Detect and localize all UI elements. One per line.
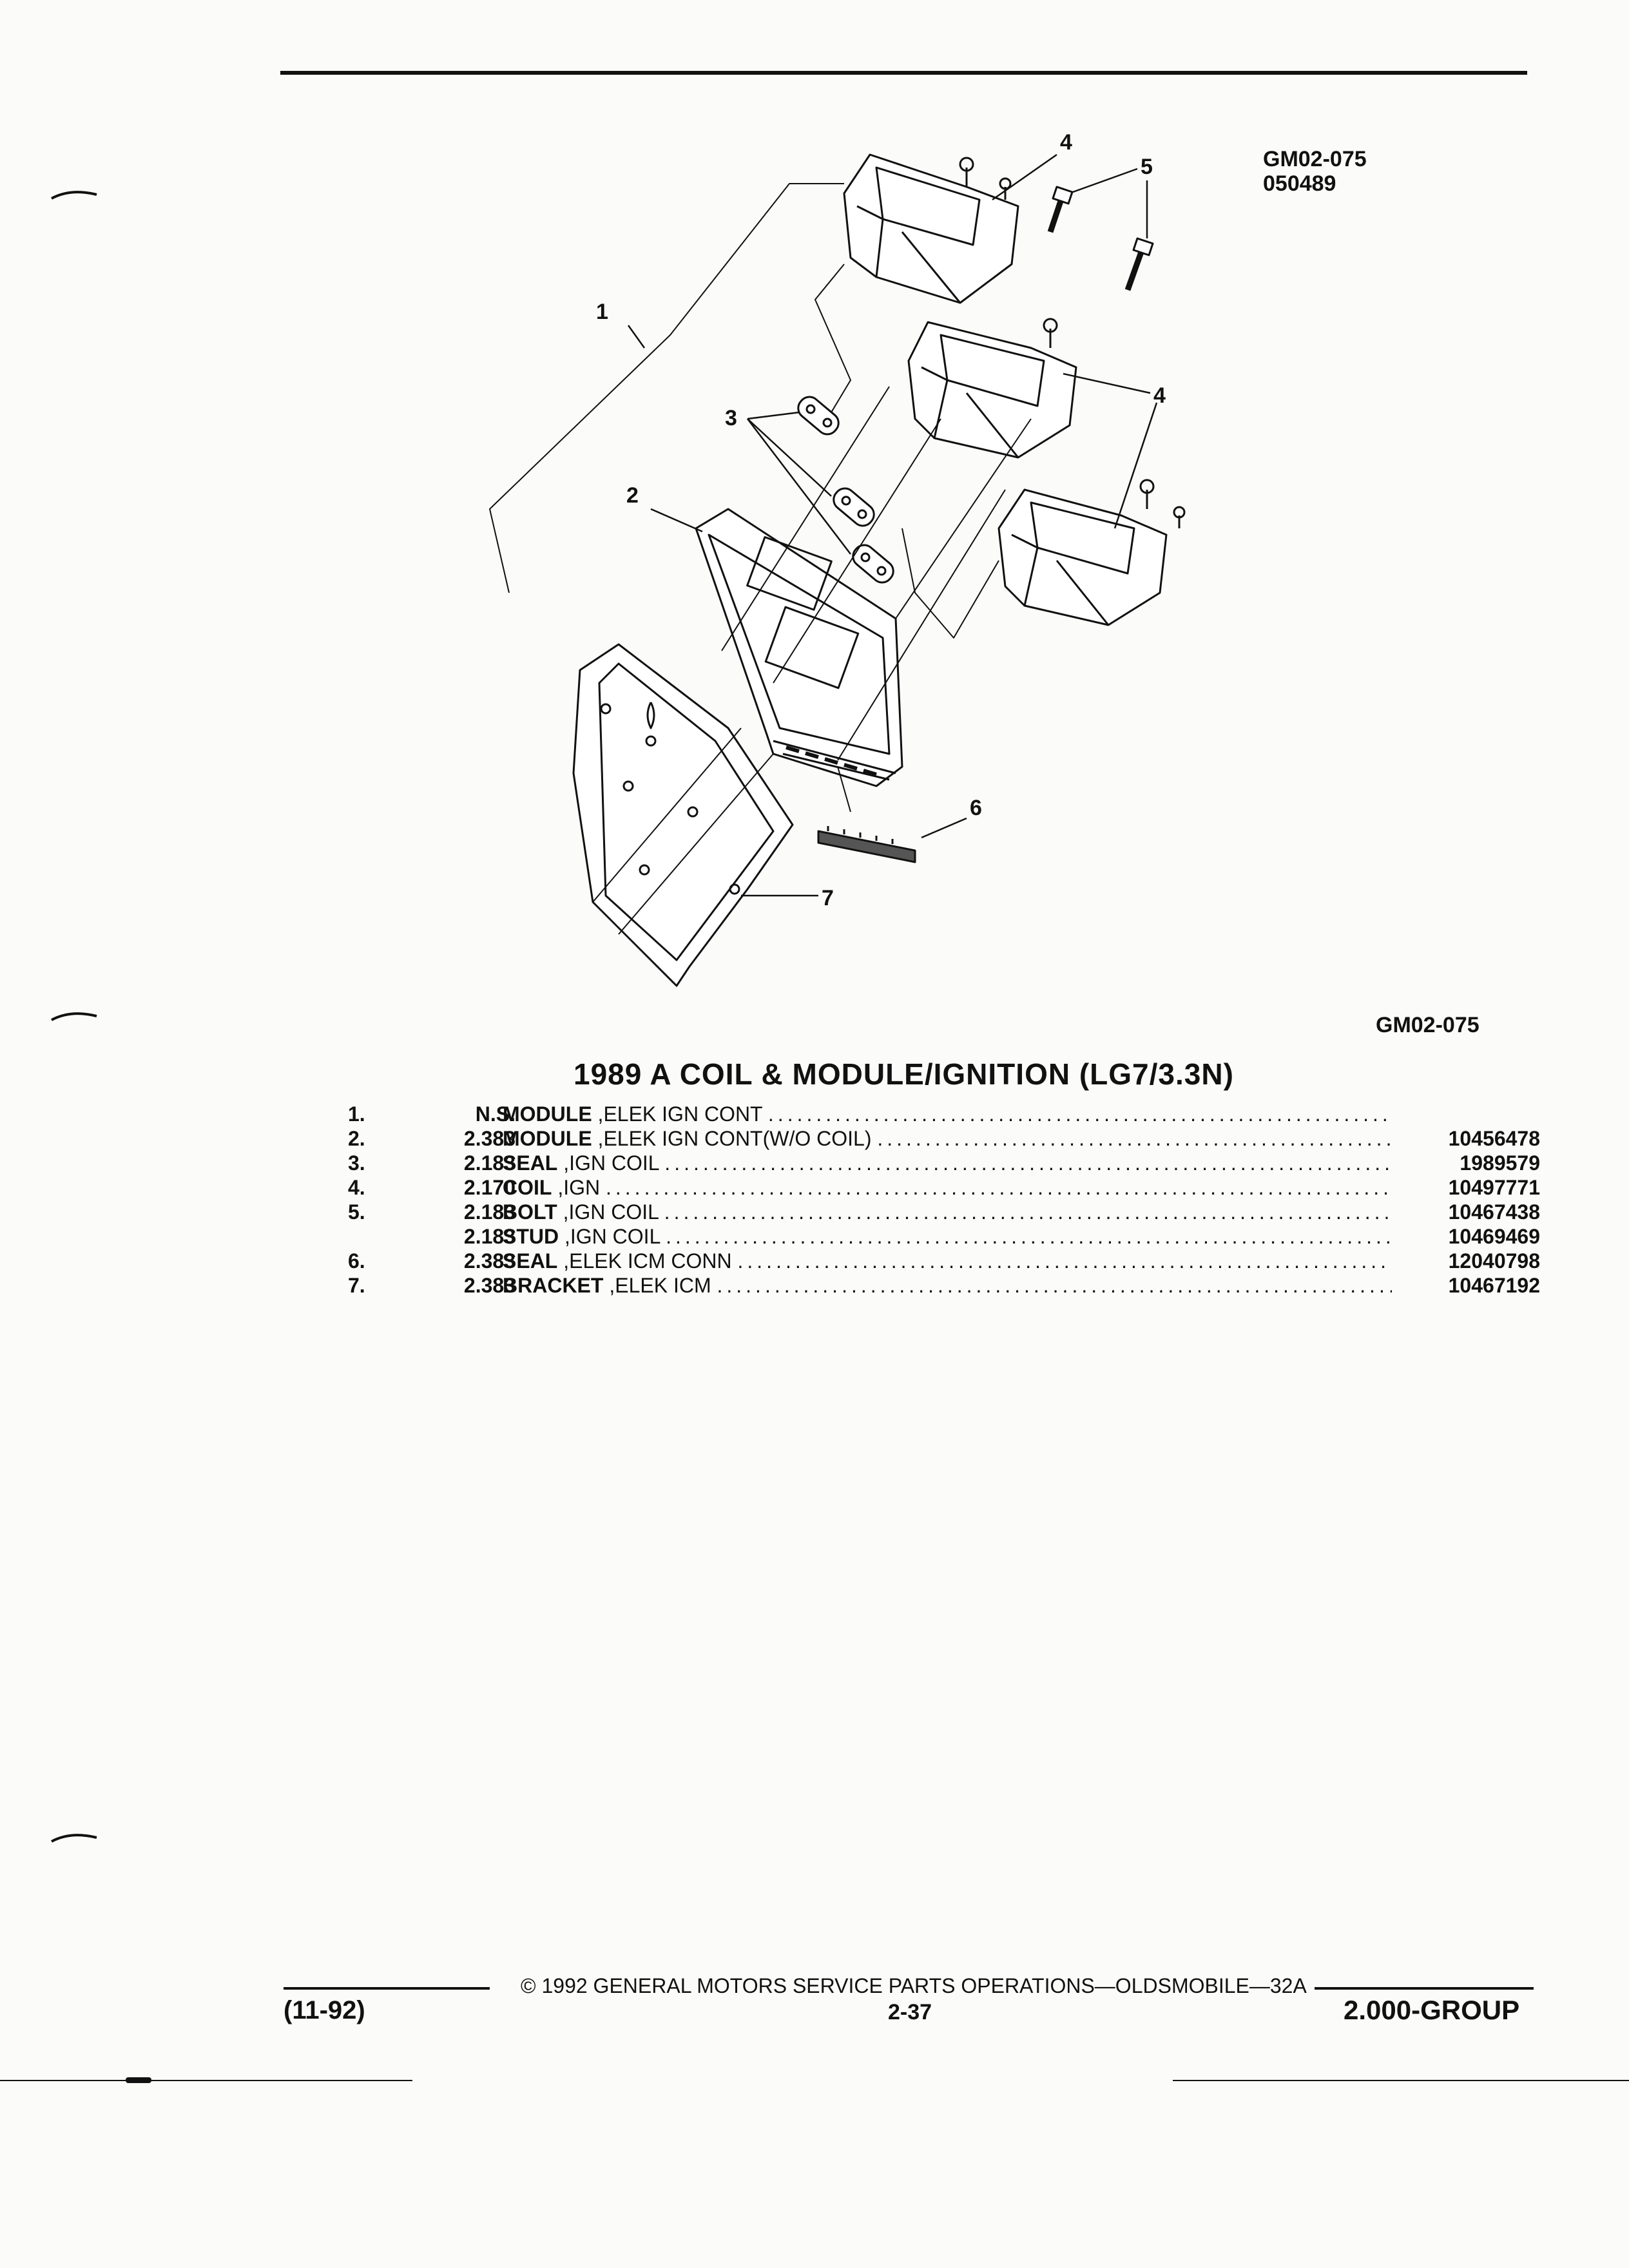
part-number: 10497771	[1448, 1176, 1540, 1199]
part-detail: ,IGN COIL	[564, 1225, 660, 1248]
group-number: 2.183	[463, 1200, 516, 1224]
item-number: 2.	[348, 1127, 365, 1150]
part-detail: ,IGN COIL	[563, 1151, 659, 1175]
part-detail: ,ELEK ICM CONN	[563, 1249, 732, 1273]
footer-copyright: © 1992 GENERAL MOTORS SERVICE PARTS OPER…	[521, 1974, 1307, 1997]
part-description: SEAL ,IGN COIL .........................…	[503, 1151, 1392, 1175]
part-number: 12040798	[1448, 1249, 1540, 1273]
part-row: 4. 2.170 COIL ,IGN .....................…	[348, 1175, 1540, 1200]
group-number: 2.170	[463, 1176, 516, 1199]
part-row: 1. N.S. MODULE ,ELEK IGN CONT ..........…	[348, 1102, 1540, 1126]
part-number: 10467192	[1448, 1274, 1540, 1297]
part-number: 1989579	[1460, 1151, 1540, 1175]
group-number: 2.383	[463, 1249, 516, 1273]
figure-code-id: GM02-075	[1263, 147, 1367, 171]
callout-2: 2	[626, 483, 639, 508]
bottom-mark-right	[1173, 2080, 1629, 2081]
part-name: SEAL	[503, 1151, 558, 1175]
section-title: 1989 A COIL & MODULE/IGNITION (LG7/3.3N)	[574, 1057, 1234, 1091]
part-name: STUD	[503, 1225, 559, 1248]
part-row: 7. 2.383 BRACKET ,ELEK ICM .............…	[348, 1273, 1540, 1298]
bottom-mark-left	[0, 2080, 412, 2081]
callout-labels: 1 2 3 4 4 5 6 7	[596, 130, 1166, 910]
ignition-coil-top	[843, 153, 1019, 304]
part-name: SEAL	[503, 1249, 558, 1273]
part-detail: ,ELEK IGN CONT	[597, 1102, 763, 1126]
callout-3: 3	[725, 406, 737, 430]
callout-leaders	[627, 153, 1158, 897]
footer-page-number: 2-37	[888, 2000, 932, 2024]
bracket	[572, 643, 794, 987]
part-row: 6. 2.383 SEAL ,ELEK ICM CONN ...........…	[348, 1249, 1540, 1273]
assembly-lines	[489, 183, 1032, 935]
part-detail: ,IGN	[557, 1176, 601, 1199]
item-number: 6.	[348, 1249, 365, 1273]
callout-6: 6	[970, 796, 982, 820]
binder-marks	[51, 191, 97, 1843]
item-number: 5.	[348, 1200, 365, 1224]
group-number: 2.183	[463, 1225, 516, 1248]
ignition-coil-lower	[998, 479, 1186, 626]
part-name: BOLT	[503, 1200, 557, 1224]
connector-seal	[817, 826, 916, 863]
part-detail: ,IGN COIL	[563, 1200, 659, 1224]
exploded-diagram: 1 2 3 4 4 5 6 7	[489, 130, 1186, 987]
part-row: 2. 2.383 MODULE ,ELEK IGN CONT(W/O COIL)…	[348, 1126, 1540, 1151]
figure-code-date: 050489	[1263, 171, 1336, 196]
ignition-module	[695, 508, 903, 787]
part-name: COIL	[503, 1176, 552, 1199]
part-description: MODULE ,ELEK IGN CONT(W/O COIL) ........…	[503, 1127, 1392, 1150]
callout-4-top: 4	[1060, 130, 1072, 155]
part-description: MODULE ,ELEK IGN CONT ..................…	[503, 1102, 1392, 1126]
group-number: 2.383	[463, 1274, 516, 1297]
footer-group: 2.000-GROUP	[1344, 1995, 1520, 2025]
part-description: BOLT ,IGN COIL .........................…	[503, 1200, 1392, 1224]
group-number: 2.383	[463, 1127, 516, 1150]
part-row: 3. 2.183 SEAL ,IGN COIL ................…	[348, 1151, 1540, 1175]
caption-figure-code: GM02-075	[1376, 1013, 1480, 1037]
part-number: 10456478	[1448, 1127, 1540, 1150]
top-rule	[280, 71, 1527, 75]
callout-4-mid: 4	[1153, 383, 1166, 408]
coil-seals	[797, 396, 894, 584]
parts-list: 1. N.S. MODULE ,ELEK IGN CONT ..........…	[348, 1102, 1540, 1298]
callout-1: 1	[596, 300, 608, 324]
item-number: 1.	[348, 1102, 365, 1126]
bottom-mark-blob	[126, 2077, 151, 2083]
part-name: MODULE	[503, 1102, 592, 1126]
part-detail: ,ELEK ICM	[609, 1274, 711, 1297]
group-number: N.S.	[475, 1102, 516, 1126]
part-name: BRACKET	[503, 1274, 604, 1297]
callout-5: 5	[1141, 155, 1153, 179]
part-row: 2.183 STUD ,IGN COIL ...................…	[348, 1224, 1540, 1249]
item-number: 4.	[348, 1176, 365, 1199]
callout-7: 7	[822, 886, 834, 910]
item-number: 3.	[348, 1151, 365, 1175]
part-description: COIL ,IGN ..............................…	[503, 1176, 1392, 1199]
part-description: SEAL ,ELEK ICM CONN ....................…	[503, 1249, 1392, 1273]
item-number: 7.	[348, 1274, 365, 1297]
part-description: BRACKET ,ELEK ICM ......................…	[503, 1274, 1392, 1297]
footer-revision: (11-92)	[284, 1996, 365, 2024]
part-row: 5. 2.183 BOLT ,IGN COIL ................…	[348, 1200, 1540, 1224]
group-number: 2.183	[463, 1151, 516, 1175]
part-name: MODULE	[503, 1127, 592, 1150]
part-detail: ,ELEK IGN CONT(W/O COIL)	[597, 1127, 872, 1150]
figure-code: GM02-075 050489	[1263, 147, 1367, 196]
footer-rule-left	[284, 1987, 490, 1990]
part-description: STUD ,IGN COIL .........................…	[503, 1225, 1392, 1248]
coil-bolts	[1047, 186, 1154, 291]
part-number: 10469469	[1448, 1225, 1540, 1248]
ignition-coil-middle	[907, 318, 1077, 459]
footer-rule-right	[1315, 1987, 1534, 1990]
part-number: 10467438	[1448, 1200, 1540, 1224]
